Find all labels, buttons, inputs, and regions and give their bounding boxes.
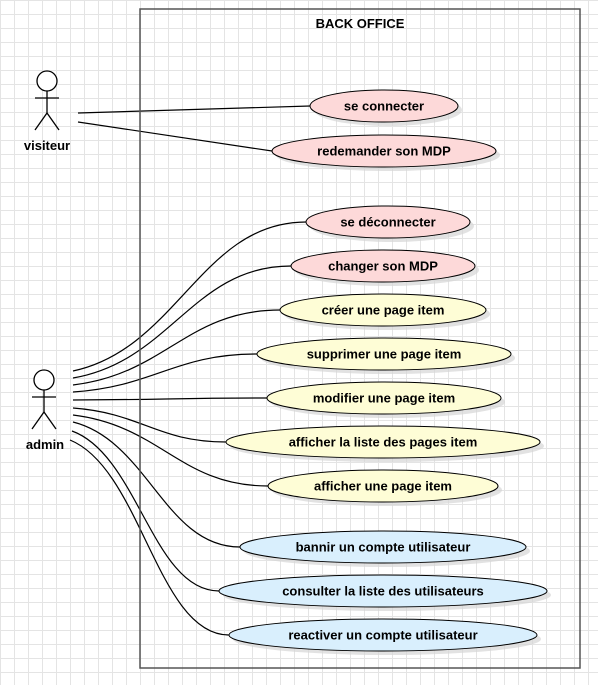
actor-right-leg-icon: [43, 411, 57, 430]
use-case-ellipse[interactable]: [256, 337, 512, 371]
use-case-ellipse[interactable]: [290, 249, 476, 283]
association-line: [72, 407, 227, 443]
actor-left-leg-icon: [31, 411, 45, 430]
use-case-label: afficher une page item: [314, 479, 452, 494]
use-case-ellipse[interactable]: [309, 89, 459, 123]
actor-visiteur[interactable]: visiteur: [24, 70, 70, 153]
use-case-label: se déconnecter: [340, 215, 435, 230]
use-case-ellipse[interactable]: [271, 134, 497, 168]
actor-head-icon: [33, 369, 55, 391]
association-line: [77, 121, 273, 152]
use-case-label: supprimer une page item: [307, 347, 462, 362]
actor-admin[interactable]: admin: [26, 369, 64, 452]
use-case-label: consulter la liste des utilisateurs: [282, 584, 484, 599]
use-case-ellipse[interactable]: [225, 425, 541, 459]
actor-head-icon: [36, 70, 58, 92]
association-line: [72, 421, 241, 548]
use-case-ellipse[interactable]: [239, 530, 527, 564]
use-case-ellipse[interactable]: [267, 469, 499, 503]
use-case-label: afficher la liste des pages item: [289, 435, 478, 450]
association-line: [72, 309, 281, 386]
association-line: [72, 414, 269, 487]
association-line: [72, 353, 258, 393]
association-line: [72, 265, 292, 379]
use-case-label: changer son MDP: [328, 259, 438, 274]
use-case-ellipse[interactable]: [228, 618, 538, 652]
use-cases: se connecter redemander son MDP se déconne…: [218, 89, 551, 655]
actor-label-visiteur: visiteur: [24, 138, 70, 153]
use-case-label: se connecter: [344, 99, 424, 114]
actor-left-leg-icon: [34, 112, 48, 131]
association-lines: [69, 105, 311, 636]
use-case-label: créer une page item: [322, 303, 445, 318]
use-case-ellipse[interactable]: [279, 293, 487, 327]
association-line: [72, 397, 268, 401]
actor-label-admin: admin: [26, 437, 64, 452]
use-case-label: redemander son MDP: [317, 144, 451, 159]
use-case-ellipse[interactable]: [305, 205, 471, 239]
use-case-label: reactiver un compte utilisateur: [288, 628, 477, 643]
association-line: [77, 105, 311, 114]
system-boundary: [139, 8, 581, 669]
association-line: [72, 221, 307, 372]
use-case-label: modifier une page item: [313, 391, 455, 406]
use-case-label: bannir un compte utilisateur: [296, 540, 471, 555]
association-line: [69, 439, 230, 636]
association-line: [71, 430, 220, 592]
use-case-ellipse[interactable]: [266, 381, 502, 415]
actor-right-leg-icon: [46, 112, 60, 131]
system-title: BACK OFFICE: [316, 16, 405, 31]
use-case-ellipse[interactable]: [218, 574, 548, 608]
